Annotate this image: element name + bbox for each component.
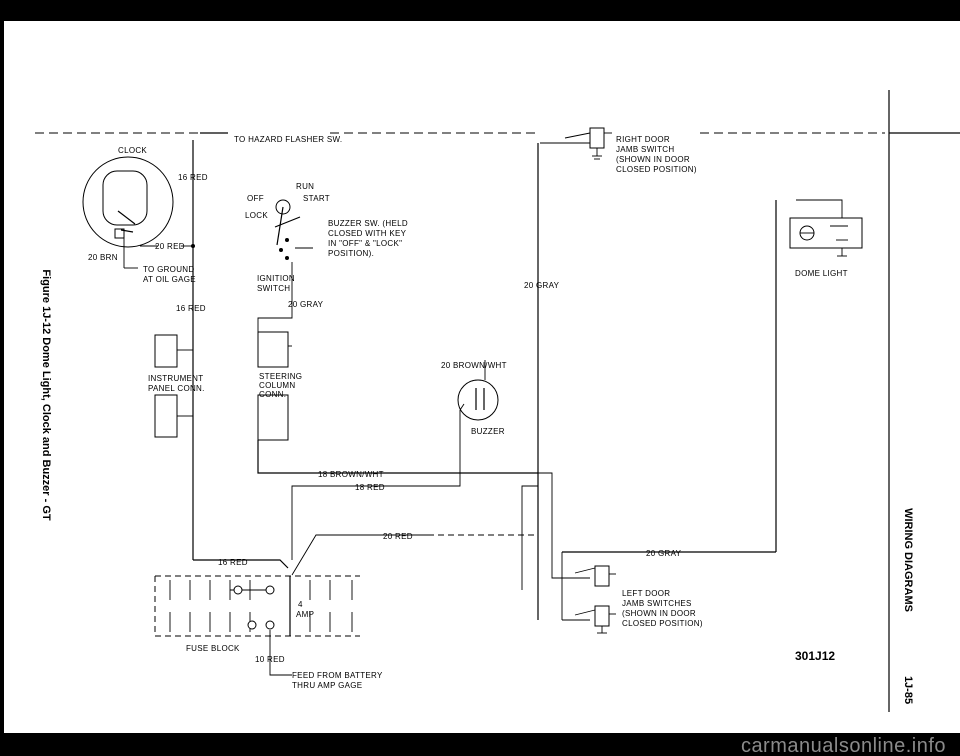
feed-label-1: FEED FROM BATTERY	[292, 671, 383, 680]
gray20-ign-label: 20 GRAY	[288, 300, 324, 309]
top-border	[0, 0, 960, 21]
ign-switch-label-1: IGNITION	[257, 274, 295, 283]
left-door-jamb-switches	[562, 565, 616, 634]
right-door-jamb-switch	[540, 127, 612, 160]
instrument-panel-connector	[154, 334, 193, 438]
feed-label-2: THRU AMP GAGE	[292, 681, 362, 690]
steering-label-1: STEERING	[259, 372, 302, 381]
buzzer-sw-label-2: CLOSED WITH KEY	[328, 229, 407, 238]
figure-caption: Figure 1J-12 Dome Light, Clock and Buzze…	[40, 269, 52, 520]
steering-label-2: COLUMN	[259, 381, 295, 390]
right-door-label-3: (SHOWN IN DOOR	[616, 155, 690, 164]
figure-code: 301J12	[795, 649, 835, 663]
red16-low-label: 16 RED	[218, 558, 248, 567]
start-label: START	[303, 194, 330, 203]
watermark: carmanualsonline.info	[741, 735, 946, 756]
clock-label: CLOCK	[118, 146, 147, 155]
brownwht-to-left-door-wire	[538, 472, 568, 579]
steering-label-3: CONN.	[259, 390, 286, 399]
ground-label-2: AT OIL GAGE	[143, 275, 196, 284]
right-door-label-2: JAMB SWITCH	[616, 145, 674, 154]
side-page-number: 1J-85	[902, 676, 914, 704]
lock-label: LOCK	[245, 211, 268, 220]
right-door-label: RIGHT DOOR	[616, 135, 670, 144]
buzzer-sw-label-4: POSITION).	[328, 249, 374, 258]
buzzer-label: BUZZER	[471, 427, 505, 436]
side-title: WIRING DIAGRAMS	[902, 508, 914, 612]
clock-symbol	[82, 156, 174, 269]
buzzer-sw-label-1: BUZZER SW. (HELD	[328, 219, 408, 228]
off-label: OFF	[247, 194, 264, 203]
buzzer-symbol	[457, 360, 499, 421]
red16-top-label: 16 RED	[178, 173, 208, 182]
fuse-block	[154, 575, 360, 637]
hazard-flasher-label: TO HAZARD FLASHER SW.	[234, 135, 342, 144]
brownwht18-label: 18 BROWN/WHT	[318, 470, 384, 479]
brownwht20-label: 20 BROWN/WHT	[441, 361, 507, 370]
brn20-label: 20 BRN	[88, 253, 118, 262]
bottom-border	[0, 733, 960, 756]
dome-light-symbol	[789, 199, 863, 257]
ip-conn-label-1: INSTRUMENT	[148, 374, 203, 383]
right-door-label-4: CLOSED POSITION)	[616, 165, 697, 174]
red18-branch-wire	[521, 485, 538, 590]
buzzer-sw-label-3: IN "OFF" & "LOCK"	[328, 239, 402, 248]
fuse-block-label: FUSE BLOCK	[186, 644, 240, 653]
red16-mid-label: 16 RED	[176, 304, 206, 313]
run-label: RUN	[296, 182, 314, 191]
red10-feed-wire	[269, 630, 292, 676]
red20-low-label: 20 RED	[383, 532, 413, 541]
ign-switch-label-2: SWITCH	[257, 284, 290, 293]
red10-label: 10 RED	[255, 655, 285, 664]
left-border	[0, 0, 4, 756]
red16-low-wire	[193, 559, 289, 569]
left-door-label-4: CLOSED POSITION)	[622, 619, 703, 628]
red18-wire	[291, 410, 461, 560]
brownwht18-wire	[257, 440, 538, 474]
splice-dot	[191, 244, 195, 248]
fuse-amp-value: 4	[298, 600, 303, 609]
ign-to-steering-wire	[257, 262, 293, 332]
red20-low-wire	[291, 534, 428, 576]
left-door-label-1: LEFT DOOR	[622, 589, 670, 598]
ground-label-1: TO GROUND	[143, 265, 194, 274]
ignition-switch-symbol	[274, 199, 313, 260]
ip-conn-label-2: PANEL CONN.	[148, 384, 205, 393]
gray20-low-label: 20 GRAY	[646, 549, 682, 558]
red20-clock-label: 20 RED	[155, 242, 185, 251]
steering-column-connector	[257, 331, 292, 441]
left-door-label-3: (SHOWN IN DOOR	[622, 609, 696, 618]
dome-light-label: DOME LIGHT	[795, 269, 848, 278]
fuse-amp-unit: AMP	[296, 610, 314, 619]
red18-label: 18 RED	[355, 483, 385, 492]
gray20-vert-label: 20 GRAY	[524, 281, 560, 290]
left-door-label-2: JAMB SWITCHES	[622, 599, 692, 608]
